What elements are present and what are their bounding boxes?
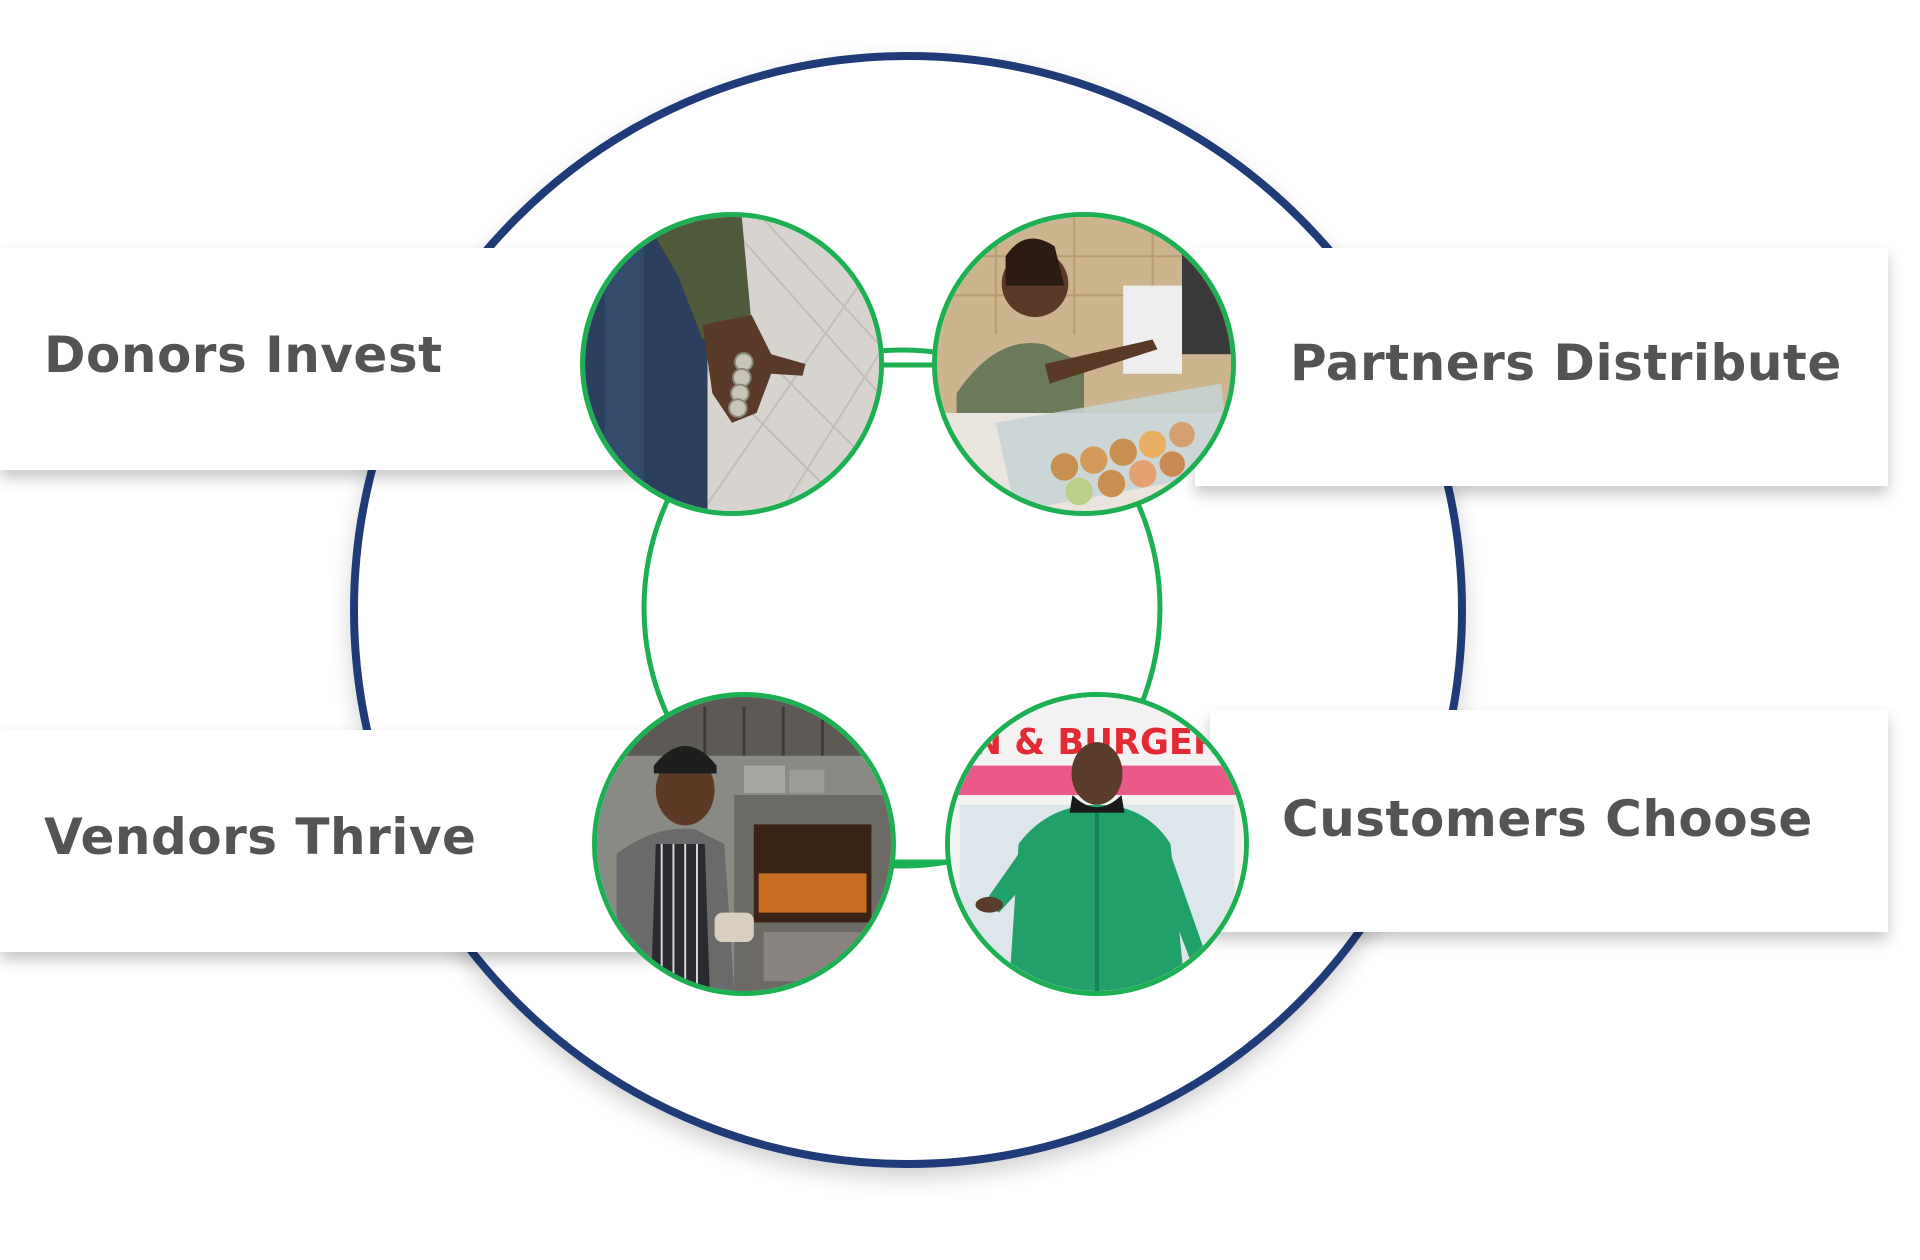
- step-panel-donors: [0, 248, 640, 470]
- customer-at-storefront-illustration: EN & BURGERS: [950, 697, 1244, 991]
- step-label-partners: Partners Distribute: [1290, 334, 1842, 392]
- chef-at-oven-photo: [592, 692, 896, 996]
- step-label-customers: Customers Choose: [1282, 790, 1813, 848]
- chef-at-oven-illustration: [597, 697, 891, 991]
- bakery-counter-photo: [932, 212, 1236, 516]
- outer-cycle-ring: [350, 52, 1466, 1168]
- step-label-vendors: Vendors Thrive: [44, 808, 477, 866]
- coins-in-hand-illustration: [585, 217, 879, 511]
- step-label-donors: Donors Invest: [44, 326, 443, 384]
- step-panel-partners: [1195, 248, 1888, 486]
- bakery-counter-illustration: [937, 217, 1231, 511]
- step-panel-customers: [1210, 710, 1888, 932]
- step-panel-vendors: [0, 730, 660, 952]
- customer-at-storefront-photo: EN & BURGERS: [945, 692, 1249, 996]
- coins-in-hand-photo: [580, 212, 884, 516]
